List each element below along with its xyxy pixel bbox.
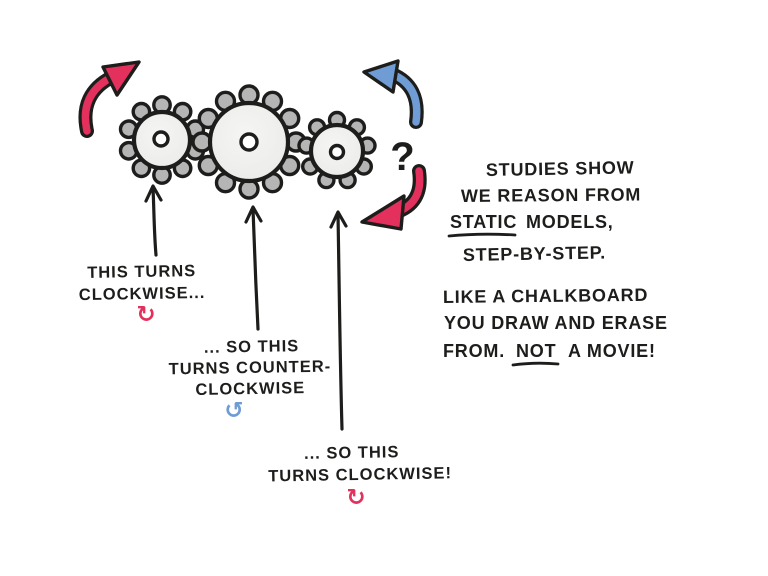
counterclockwise-curl-icon: ↺	[224, 398, 243, 424]
label-gear-left-line1: THIS TURNS	[87, 262, 196, 282]
pointer-arrow-left-gear	[144, 184, 163, 257]
side-note: STUDIES SHOW WE REASON FROM STATIC MODEL…	[443, 157, 668, 367]
label-gear-middle-line1: ... SO THIS	[204, 337, 300, 357]
label-gear-right-line2: TURNS CLOCKWISE!	[268, 464, 452, 485]
label-gear-middle: ... SO THIS TURNS COUNTER- CLOCKWISE	[169, 337, 332, 399]
pointer-arrow-middle-gear	[244, 205, 263, 331]
gear-left-hole	[152, 130, 170, 148]
pointer-arrow-right-gear	[329, 210, 348, 431]
label-gear-right-line1: ... SO THIS	[304, 443, 400, 463]
clockwise-curl-icon-right: ↻	[346, 485, 365, 511]
side-note-line6: YOU DRAW AND ERASE	[444, 313, 668, 333]
side-note-line7-rest: A MOVIE!	[568, 341, 656, 361]
side-note-line2: WE REASON FROM	[461, 184, 641, 206]
question-mark: ?	[390, 135, 415, 179]
side-note-line3-rest: MODELS,	[526, 212, 614, 232]
side-note-line3-static: STATIC	[450, 212, 517, 232]
label-gear-middle-line3: CLOCKWISE	[195, 379, 305, 399]
side-note-line4: STEP-BY-STEP.	[463, 243, 606, 265]
side-note-line1: STUDIES SHOW	[486, 157, 635, 180]
side-note-line7-from: FROM.	[443, 341, 505, 361]
label-gear-right: ... SO THIS TURNS CLOCKWISE!	[268, 443, 452, 485]
label-gear-left: THIS TURNS CLOCKWISE...	[79, 262, 206, 304]
label-gear-middle-line2: TURNS COUNTER-	[169, 358, 332, 379]
gear-right-hole	[328, 143, 346, 161]
side-note-line7-not: NOT	[516, 341, 556, 361]
static-underline	[447, 232, 517, 238]
clockwise-arrow-red-down-icon	[360, 164, 427, 231]
gear-left	[118, 95, 206, 185]
clockwise-curl-icon-left: ↻	[136, 302, 155, 328]
gear-middle-hole	[239, 132, 259, 152]
side-note-line5: LIKE A CHALKBOARD	[443, 285, 648, 307]
gear-middle	[191, 84, 307, 200]
clockwise-arrow-red-icon	[78, 60, 141, 138]
gear-right	[297, 110, 377, 190]
counterclockwise-arrow-blue-icon	[362, 59, 424, 129]
not-underline	[511, 361, 560, 367]
label-gear-left-line2: CLOCKWISE...	[79, 284, 206, 304]
